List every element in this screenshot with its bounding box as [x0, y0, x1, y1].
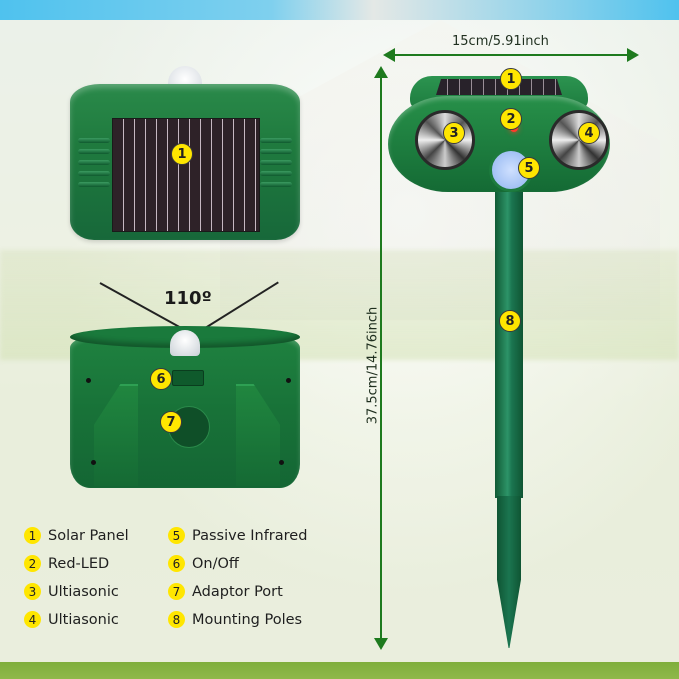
legend-item: 1 Solar Panel	[24, 527, 129, 544]
callout-badge-4: 4	[578, 122, 600, 144]
legend-label: Mounting Poles	[192, 611, 303, 628]
callout-badge-2: 2	[500, 108, 522, 130]
legend-item: 6 On/Off	[168, 555, 239, 572]
legend-label: Passive Infrared	[192, 527, 308, 544]
legend-item: 3 Ultiasonic	[24, 583, 119, 600]
pir-sensor-dome-top	[168, 66, 202, 88]
screw-hole	[279, 460, 284, 465]
screw-hole	[91, 460, 96, 465]
callout-badge-6: 6	[150, 368, 172, 390]
solar-panel	[112, 118, 260, 232]
legend-item: 5 Passive Infrared	[168, 527, 307, 544]
legend-label: Solar Panel	[48, 527, 129, 544]
mounting-pole	[495, 188, 523, 498]
legend-number-badge: 2	[24, 555, 41, 572]
legend-item: 8 Mounting Poles	[168, 611, 302, 628]
legend-label: Adaptor Port	[192, 583, 283, 600]
sky-background	[0, 0, 679, 20]
callout-badge-1: 1	[500, 68, 522, 90]
screw-hole	[286, 378, 291, 383]
legend-number-badge: 5	[168, 527, 185, 544]
width-dimension-label: 15cm/5.91inch	[452, 34, 549, 49]
width-dimension-arrow	[383, 48, 639, 62]
vent-slots-left	[78, 138, 110, 193]
legend-item: 2 Red-LED	[24, 555, 109, 572]
legend-number-badge: 8	[168, 611, 185, 628]
legend-number-badge: 7	[168, 583, 185, 600]
vent-slots-right	[260, 138, 292, 193]
callout-badge-7: 7	[160, 411, 182, 433]
detection-angle-label: 110º	[164, 288, 212, 309]
legend-label: Red-LED	[48, 555, 110, 572]
legend-number-badge: 6	[168, 555, 185, 572]
legend-item: 4 Ultiasonic	[24, 611, 119, 628]
legend-label: Ultiasonic	[48, 611, 119, 628]
legend-label: On/Off	[192, 555, 239, 572]
legend-number-badge: 4	[24, 611, 41, 628]
height-dimension-arrow	[374, 66, 388, 650]
height-dimension-label: 37.5cm/14.76inch	[365, 306, 381, 425]
legend-number-badge: 1	[24, 527, 41, 544]
ultrasonic-speaker-right	[549, 110, 609, 170]
callout-badge-8: 8	[499, 310, 521, 332]
grass-strip	[0, 662, 679, 679]
legend-number-badge: 3	[24, 583, 41, 600]
callout-badge-5: 5	[518, 157, 540, 179]
callout-badge-1: 1	[171, 143, 193, 165]
pir-sensor-dome	[170, 330, 200, 356]
screw-hole	[86, 378, 91, 383]
on-off-switch	[172, 370, 204, 386]
legend-label: Ultiasonic	[48, 583, 119, 600]
device-front-view	[70, 84, 300, 240]
solar-panel-top	[436, 79, 562, 95]
legend-item: 7 Adaptor Port	[168, 583, 283, 600]
callout-badge-3: 3	[443, 122, 465, 144]
